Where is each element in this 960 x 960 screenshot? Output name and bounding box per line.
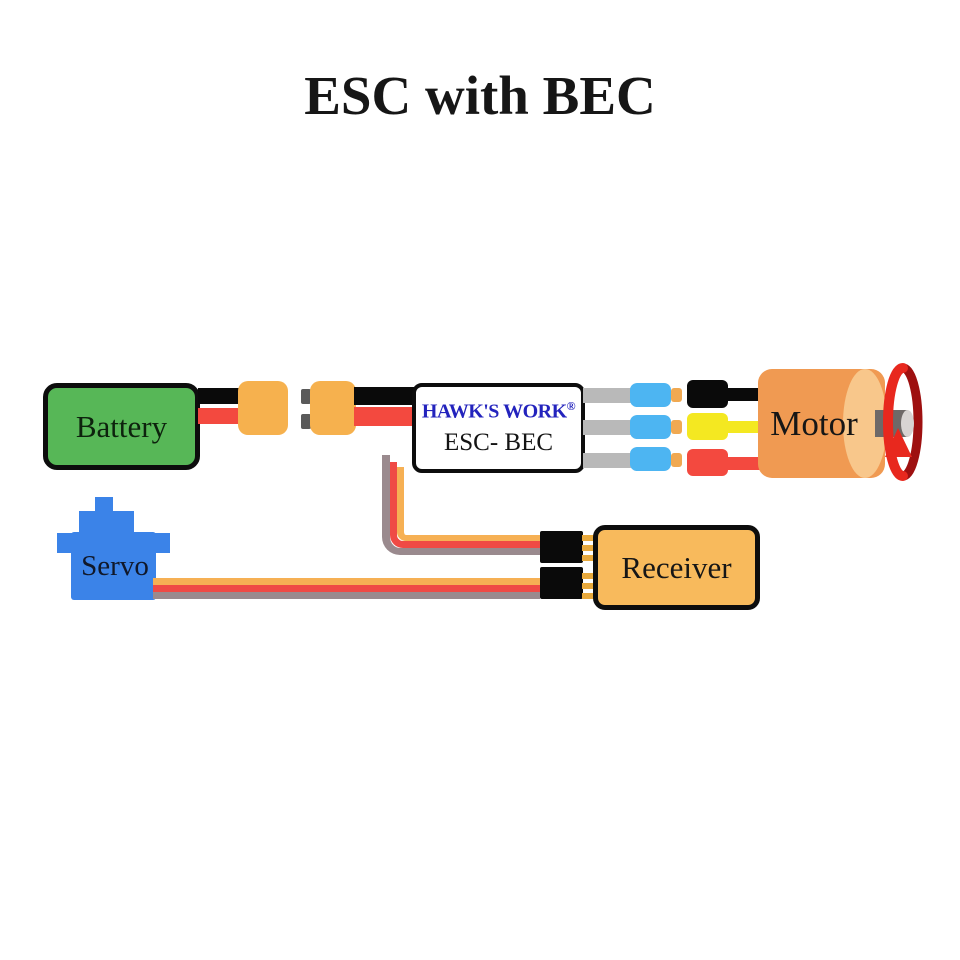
esc-input-wire-black [354,387,414,405]
esc-brand-text: HAWK'S WORK [421,400,567,423]
plug-pin-icon [582,535,594,541]
motor-wire-red-plug [687,449,728,476]
servo-gear-housing [79,511,134,534]
esc-signal-wire-orange [397,467,540,541]
servo-mount-flange-left [57,533,73,553]
servo-cable-gray [153,592,540,599]
bullet-connector-2-icon [630,415,671,439]
bullet-connector-3-icon [630,447,671,471]
receiver-box: Receiver [593,525,760,610]
battery-wire-black [198,388,240,404]
receiver-plug-esc-icon [540,531,583,563]
motor-wire-yellow-plug [687,413,728,440]
esc-phase-wire-2 [583,420,631,435]
battery-wire-red [198,408,240,424]
motor-wire-black-plug [687,380,728,408]
rotation-arrow-icon [898,363,923,481]
servo-label: Servo [71,550,159,583]
esc-phase-wire-1 [583,388,631,403]
bullet-tip-1-icon [671,388,682,402]
servo-label-text: Servo [81,550,149,582]
page-title: ESC with BEC [304,65,656,126]
motor-label: Motor [758,369,870,478]
registered-trademark-icon: ® [566,399,576,413]
servo-cable-orange [153,578,540,585]
esc-signal-wire-gray [382,455,540,555]
receiver-plug-servo-icon [540,567,583,599]
plug-pin-icon [582,573,594,579]
esc-signal-wire-red [390,462,540,548]
bullet-tip-3-icon [671,453,682,467]
motor-wire-red [727,457,760,470]
esc-brand: HAWK'S WORK® [416,394,581,424]
esc-input-wire-red [354,407,414,426]
xt60-connector-battery-icon [238,381,288,435]
servo-body [71,532,156,600]
receiver-label: Receiver [621,549,732,585]
plug-pin-icon [582,555,594,561]
servo-cable-red [153,585,540,592]
plug-pin-icon [582,583,594,589]
plug-pin-icon [582,545,594,551]
motor-label-text: Motor [770,403,858,443]
esc-model: ESC- BEC [443,428,554,456]
servo-output-shaft [95,497,113,513]
plug-pin-icon [582,593,594,599]
servo-mount-flange-right [154,533,170,553]
xt60-prong-top-icon [301,389,311,404]
esc-signal-cable [382,455,540,555]
bullet-tip-2-icon [671,420,682,434]
battery-box: Battery [43,383,200,470]
esc-phase-wire-3 [583,453,631,468]
motor-wire-yellow [727,421,760,433]
esc-box: HAWK'S WORK® ESC- BEC [412,383,585,473]
xt60-connector-esc-icon [310,381,356,435]
rotation-arrow-front-icon [883,363,912,481]
xt60-prong-bottom-icon [301,414,311,429]
motor-wire-black [727,388,760,401]
battery-label: Battery [75,408,168,444]
bullet-connector-1-icon [630,383,671,407]
motor-shaft-end [901,410,914,437]
